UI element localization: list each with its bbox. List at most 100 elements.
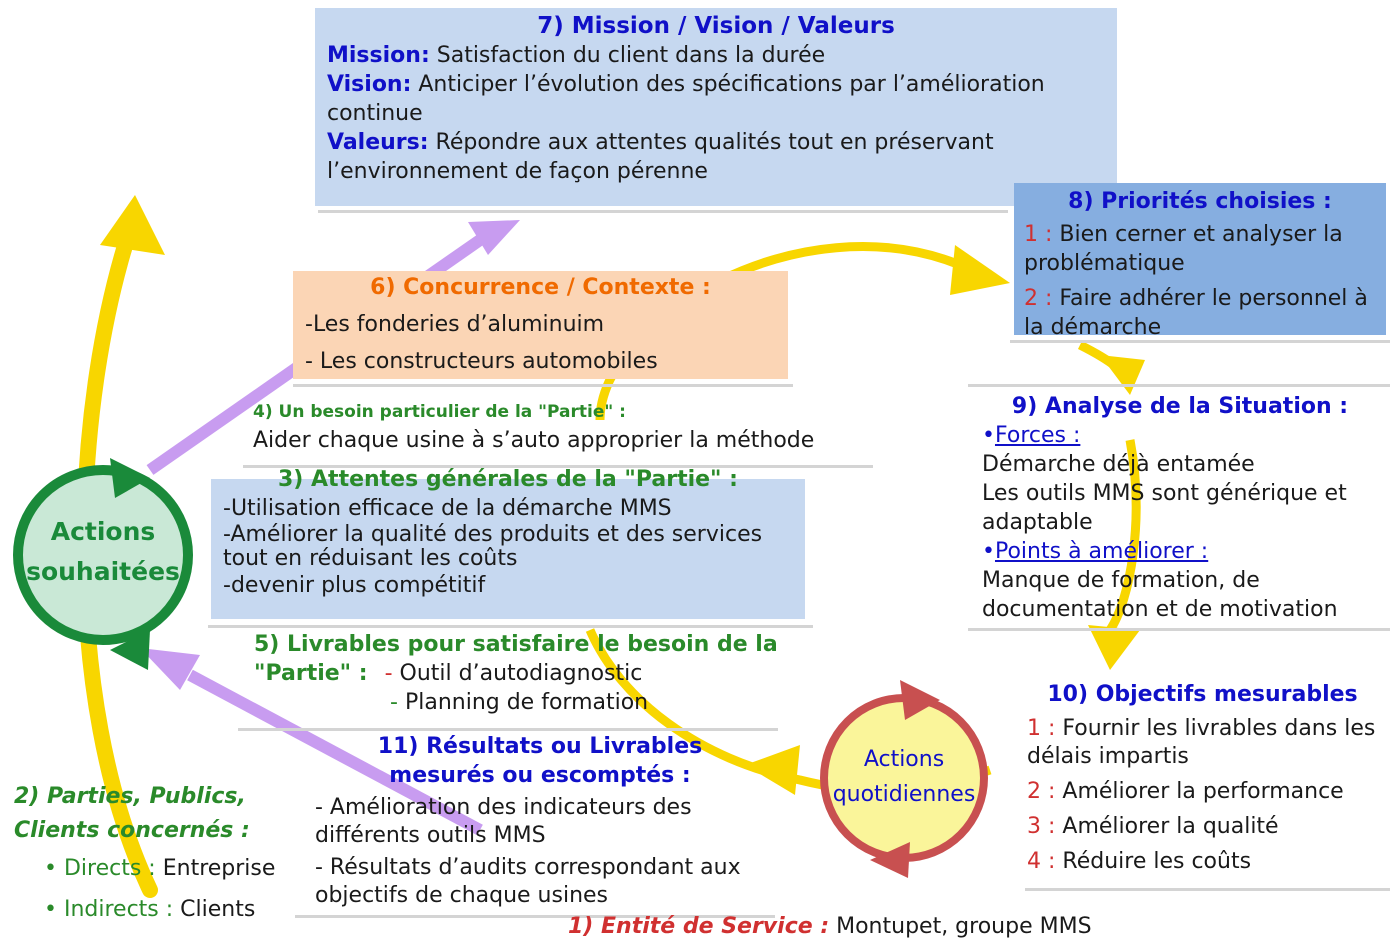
analyse-title: 9) Analyse de la Situation :: [1011, 394, 1349, 419]
divider: [968, 384, 1390, 387]
parties-box: 2) Parties, Publics, Clients concernés :…: [14, 780, 299, 930]
divider: [295, 915, 775, 918]
ameliorer-line: •Points à améliorer :: [982, 539, 1209, 564]
mission-block-title: 7) Mission / Vision / Valeurs: [537, 13, 895, 39]
green-arrowhead-top: [110, 458, 150, 498]
objectif-text: Réduire les coûts: [1055, 849, 1252, 874]
objectifs-box: 10) Objectifs mesurables 1 : Fournir les…: [1015, 680, 1390, 885]
resultats-title: 11) Résultats ou Livrables mesurés ou es…: [377, 734, 703, 788]
parties-title-a: 2) Parties, Publics,: [14, 784, 246, 809]
besoin-text: Aider chaque usine à s’auto approprier l…: [253, 428, 815, 453]
red-arrowhead-top: [900, 680, 940, 720]
attentes-line-1: -Utilisation efficace de la démarche MMS: [223, 496, 672, 521]
livrables-row-1: "Partie" : - Outil d’autodiagnostic: [254, 659, 796, 688]
divider: [968, 628, 1390, 631]
concurrence-title: 6) Concurrence / Contexte :: [370, 275, 711, 300]
objectif-item-3: 3 : Améliorer la qualité: [1027, 812, 1378, 841]
priorites-box: 8) Priorités choisies : 1 : Bien cerner …: [1014, 183, 1386, 340]
parties-item-2: • Indirects : Clients: [44, 897, 256, 922]
divider: [238, 728, 778, 731]
objectif-item-4: 4 : Réduire les coûts: [1027, 847, 1378, 876]
actions-quotidiennes-label: Actions quotidiennes: [824, 742, 984, 812]
divider: [208, 625, 813, 628]
attentes-box: 3) Attentes générales de la "Partie" : -…: [211, 467, 805, 619]
cycle-left-line2: souhaitées: [26, 557, 180, 586]
divider: [293, 384, 793, 387]
divider: [1010, 340, 1390, 343]
concurrence-line-1: -Les fonderies d’aluminuim: [305, 312, 605, 337]
livrables-row-2: - Planning de formation: [254, 688, 796, 717]
purple-arrowhead-down: [140, 648, 200, 690]
forces-item-2: Les outils MMS sont générique et adaptab…: [982, 481, 1347, 535]
priorite-num: 2 :: [1024, 286, 1053, 311]
resultats-box: 11) Résultats ou Livrables mesurés ou es…: [305, 732, 775, 917]
red-arrowhead-bottom: [870, 842, 910, 878]
attentes-line-3: -devenir plus compétitif: [223, 573, 486, 598]
right-yellow-arrowhead-2: [1088, 625, 1140, 670]
attentes-title: 3) Attentes générales de la "Partie" :: [278, 467, 738, 492]
livrables-item-1: Outil d’autodiagnostic: [399, 661, 643, 686]
parties-value: Clients: [173, 897, 256, 922]
objectif-num: 4 :: [1027, 849, 1056, 874]
parties-title-b: Clients concernés :: [14, 818, 250, 843]
valeurs-text: Répondre aux attentes qualités tout en p…: [327, 130, 994, 184]
besoin-box: 4) Un besoin particulier de la "Partie" …: [243, 398, 873, 462]
entite-line: 1) Entité de Service : Montupet, groupe …: [568, 914, 1168, 946]
livrables-dash: -: [390, 690, 398, 715]
divider: [243, 465, 873, 468]
objectif-text: Améliorer la qualité: [1055, 814, 1279, 839]
mission-label: Mission:: [327, 43, 430, 68]
livrables-title-b: "Partie" :: [254, 661, 368, 686]
objectif-text: Améliorer la performance: [1055, 779, 1344, 804]
resultats-line-2: - Résultats d’audits correspondant aux o…: [315, 855, 741, 908]
green-arrowhead-bottom: [110, 630, 150, 670]
attentes-line-2: -Améliorer la qualité des produits et de…: [223, 522, 763, 571]
mission-vision-valeurs-box: 7) Mission / Vision / Valeurs Mission: S…: [315, 8, 1117, 206]
livrables-box: 5) Livrables pour satisfaire le besoin d…: [240, 630, 810, 720]
livrables-item-2: Planning de formation: [404, 690, 649, 715]
vision-line: Vision: Anticiper l’évolution des spécif…: [327, 70, 1105, 128]
cycle-right-line1: Actions: [863, 747, 945, 772]
purple-arrow-down: [187, 669, 483, 836]
purple-arrowhead-up: [468, 220, 520, 255]
divider: [1025, 888, 1390, 891]
priorite-text: Faire adhérer le personnel à la démarche: [1024, 286, 1368, 340]
concurrence-box: 6) Concurrence / Contexte : -Les fonderi…: [293, 271, 788, 379]
divider: [318, 210, 1008, 213]
priorite-item-2: 2 : Faire adhérer le personnel à la déma…: [1024, 284, 1376, 342]
actions-souhaitees-circle: [13, 465, 193, 645]
objectif-num: 1 :: [1027, 716, 1056, 741]
ameliorer-label: Points à améliorer :: [994, 539, 1209, 564]
priorite-num: 1 :: [1024, 222, 1053, 247]
vision-label: Vision:: [327, 72, 412, 97]
mission-line: Mission: Satisfaction du client dans la …: [327, 41, 1105, 70]
priorite-item-1: 1 : Bien cerner et analyser la problémat…: [1024, 220, 1376, 278]
forces-line: •Forces :: [982, 423, 1081, 448]
parties-label: Indirects :: [63, 897, 174, 922]
valeurs-label: Valeurs:: [327, 130, 429, 155]
bottom-yellow-arrowhead: [745, 745, 800, 795]
forces-item-1: Démarche déjà entamée: [982, 452, 1255, 477]
objectif-num: 2 :: [1027, 779, 1056, 804]
livrables-title-a: 5) Livrables pour satisfaire le besoin d…: [254, 632, 778, 657]
top-yellow-arrowhead: [950, 245, 1010, 295]
forces-label: Forces :: [994, 423, 1081, 448]
vision-text: Anticiper l’évolution des spécifications…: [327, 72, 1045, 126]
cycle-right-line2: quotidiennes: [832, 782, 976, 807]
analyse-box: 9) Analyse de la Situation : •Forces : D…: [970, 392, 1390, 627]
livrables-dash: -: [384, 661, 393, 686]
parties-item-1: • Directs : Entreprise: [44, 856, 276, 881]
right-yellow-arrow-2: [1106, 439, 1141, 633]
objectif-num: 3 :: [1027, 814, 1056, 839]
objectif-item-1: 1 : Fournir les livrables dans les délai…: [1027, 715, 1378, 771]
cycle-left-line1: Actions: [50, 517, 156, 546]
entite-label: 1) Entité de Service :: [568, 914, 830, 939]
right-yellow-arrowhead-1: [1100, 355, 1145, 395]
left-yellow-arrowhead: [100, 195, 165, 255]
parties-label: Directs :: [63, 856, 156, 881]
objectifs-title: 10) Objectifs mesurables: [1047, 682, 1358, 707]
ameliorer-text: Manque de formation, de documentation et…: [982, 568, 1338, 622]
objectif-item-2: 2 : Améliorer la performance: [1027, 777, 1378, 806]
concurrence-line-2: - Les constructeurs automobiles: [305, 349, 658, 374]
actions-souhaitees-label: Actions souhaitées: [18, 512, 188, 592]
